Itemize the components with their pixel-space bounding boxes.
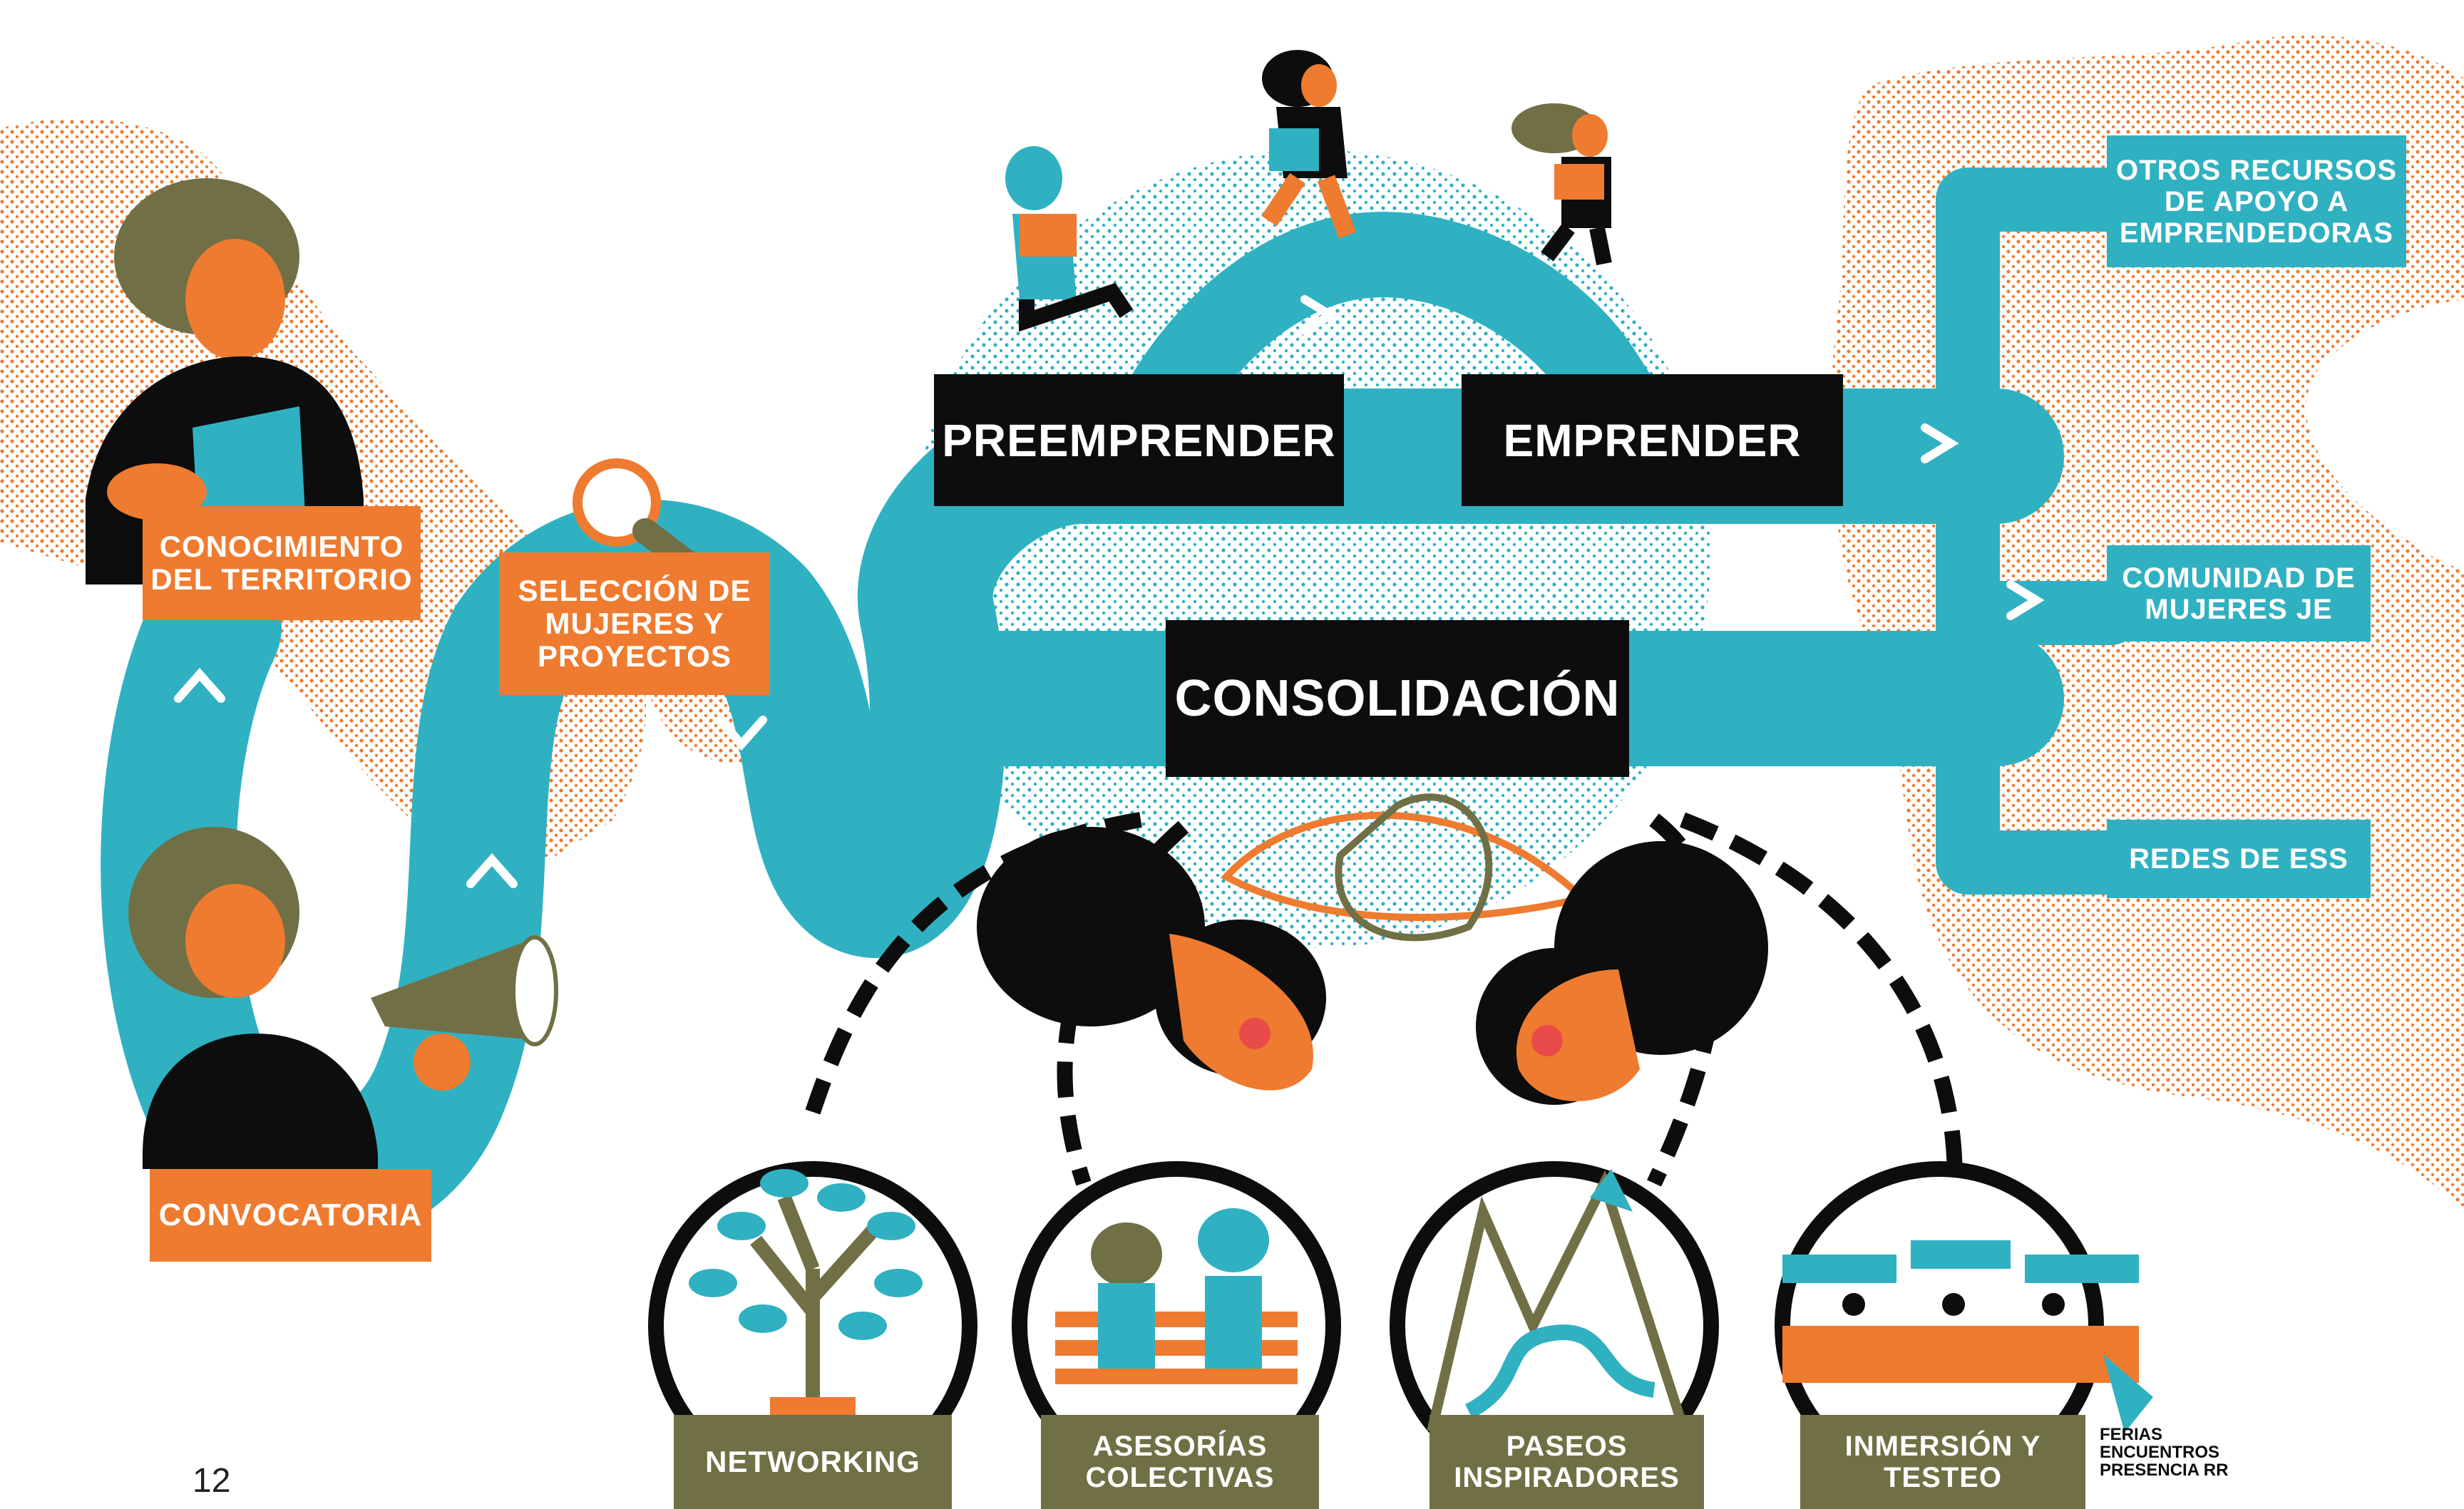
bench-icon (1055, 1208, 1298, 1384)
ferias-caption: FERIAS ENCUENTROS PRESENCIA RR (2100, 1425, 2229, 1480)
step-conocimiento-territorio: CONOCIMIENTO DEL TERRITORIO (143, 506, 421, 620)
outcome-otros-recursos: OTROS RECURSOS DE APOYO A EMPRENDEDORAS (2107, 135, 2406, 267)
tree-icon (689, 1169, 923, 1426)
stage-preemprender: PREEMPRENDER (934, 374, 1344, 506)
step-seleccion-mujeres: SELECCIÓN DE MUJERES Y PROYECTOS (499, 552, 770, 695)
page-number: 12 (192, 1462, 231, 1500)
activity-paseos: PASEOS INSPIRADORES (1429, 1415, 1704, 1509)
stage-emprender: EMPRENDER (1462, 374, 1843, 506)
activity-inmersion: INMERSIÓN Y TESTEO (1800, 1415, 2085, 1509)
walking-women-icon (1005, 50, 1612, 332)
activity-networking: NETWORKING (674, 1415, 952, 1509)
activity-asesorias: ASESORÍAS COLECTIVAS (1041, 1415, 1319, 1509)
faces-icon (977, 827, 1768, 1105)
woman-with-megaphone-icon (128, 827, 558, 1169)
step-convocatoria: CONVOCATORIA (150, 1169, 431, 1262)
market-stalls-icon (1782, 1240, 2153, 1433)
outcome-comunidad-mujeres: COMUNIDAD DE MUJERES JE (2107, 545, 2371, 642)
outcome-redes-ess: REDES DE ESS (2107, 820, 2371, 898)
stage-consolidacion: CONSOLIDACIÓN (1166, 620, 1629, 777)
mountains-icon (1427, 1169, 1690, 1431)
